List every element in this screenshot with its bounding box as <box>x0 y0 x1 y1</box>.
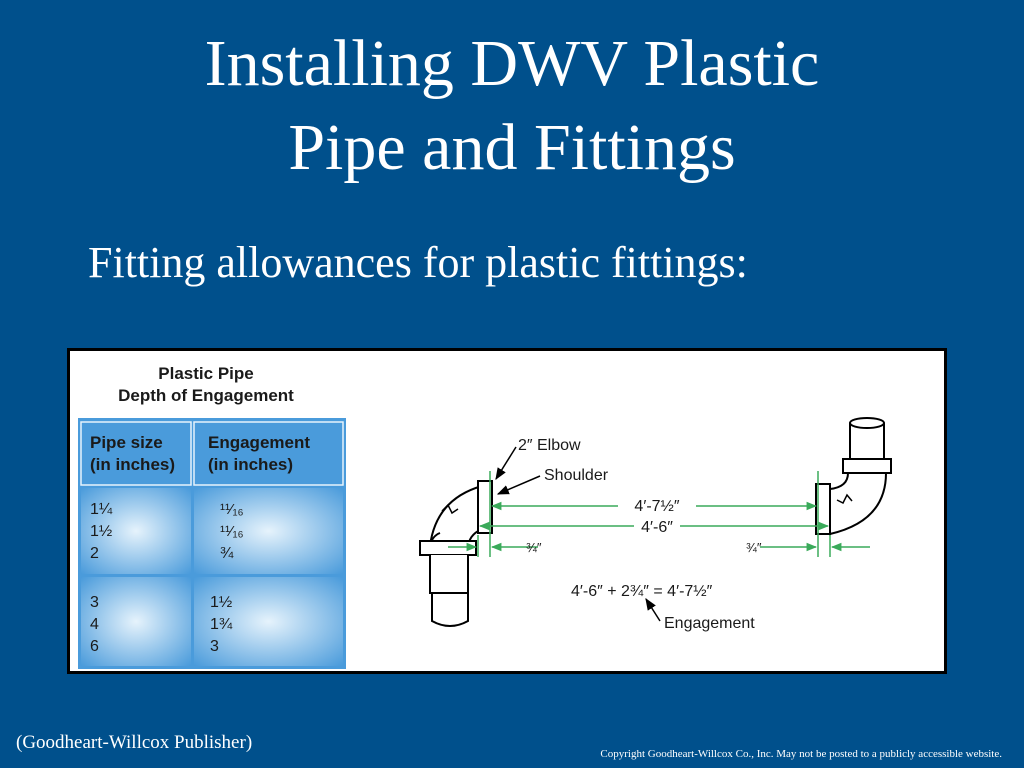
engagement-value: ¹¹⁄₁₆ <box>220 523 244 540</box>
source-credit: (Goodheart-Willcox Publisher) <box>16 732 253 753</box>
size-value: 6 <box>90 638 99 655</box>
left-elbow-drawing <box>419 471 493 627</box>
left-elbow-bend <box>428 484 483 551</box>
size-value: 2 <box>90 545 99 562</box>
title-line-2: Pipe and Fittings <box>288 111 736 184</box>
engagement-value: ¾ <box>220 545 234 562</box>
left-vertical-pipe <box>431 592 469 627</box>
left-elbow-collar <box>419 540 477 556</box>
header-size-line-2: (in inches) <box>90 455 175 474</box>
header-engagement-line-1: Engagement <box>208 433 310 452</box>
engagement-label: Engagement <box>664 615 755 632</box>
right-elbow-collar <box>842 458 892 474</box>
engagement-formula: 4′-6″ + 2¾″ = 4′-7½″ <box>571 583 713 600</box>
slide-title: Installing DWV Plastic Pipe and Fittings <box>0 22 1024 190</box>
engagement-value: 1½ <box>210 594 232 611</box>
engagement-value: 3 <box>210 638 219 655</box>
header-cell-size <box>80 421 192 486</box>
size-value: 1½ <box>90 523 112 540</box>
engagement-value: 1¾ <box>210 616 233 633</box>
copyright-notice: Copyright Goodheart-Willcox Co., Inc. Ma… <box>600 748 1002 760</box>
header-size-line-1: Pipe size <box>90 433 163 452</box>
shoulder-label: Shoulder <box>544 467 609 484</box>
size-value: 3 <box>90 594 99 611</box>
elbow-label: 2″ Elbow <box>518 437 581 454</box>
right-elbow-drawing <box>815 417 892 557</box>
figure-svg: Plastic Pipe Depth of Engagement Pipe si… <box>78 364 892 669</box>
right-elbow-bend <box>829 472 888 536</box>
dimension-right-label: ¾″ <box>746 540 762 555</box>
diagram-labels: 2″ Elbow Shoulder 4′-7½″ 4′-6″ ¾″ ¾″ 4′-… <box>518 437 762 632</box>
slide-subtitle: Fitting allowances for plastic fittings: <box>88 238 748 287</box>
dimension-pipe-label: 4′-6″ <box>641 519 673 536</box>
table-title-line-2: Depth of Engagement <box>118 386 294 405</box>
title-line-1: Installing DWV Plastic <box>204 27 820 100</box>
dimension-left-label: ¾″ <box>526 540 542 555</box>
left-elbow-leg <box>429 555 469 594</box>
size-value: 1¼ <box>90 501 113 518</box>
table-title-line-1: Plastic Pipe <box>158 364 253 383</box>
dimension-total-label: 4′-7½″ <box>634 498 679 515</box>
engagement-value: ¹¹⁄₁₆ <box>220 501 244 518</box>
engagement-table: Plastic Pipe Depth of Engagement Pipe si… <box>78 364 346 669</box>
header-engagement-line-2: (in inches) <box>208 455 293 474</box>
header-cell-engagement <box>193 421 344 486</box>
size-cell-group-2 <box>81 577 191 666</box>
size-cell-group-1 <box>81 488 191 574</box>
dimension-lines <box>448 501 870 552</box>
callout-arrows <box>495 446 661 622</box>
size-value: 4 <box>90 616 99 633</box>
engagement-cell-group-1 <box>194 488 343 574</box>
figure-panel: Plastic Pipe Depth of Engagement Pipe si… <box>67 348 947 674</box>
engagement-cell-group-2 <box>194 577 343 666</box>
